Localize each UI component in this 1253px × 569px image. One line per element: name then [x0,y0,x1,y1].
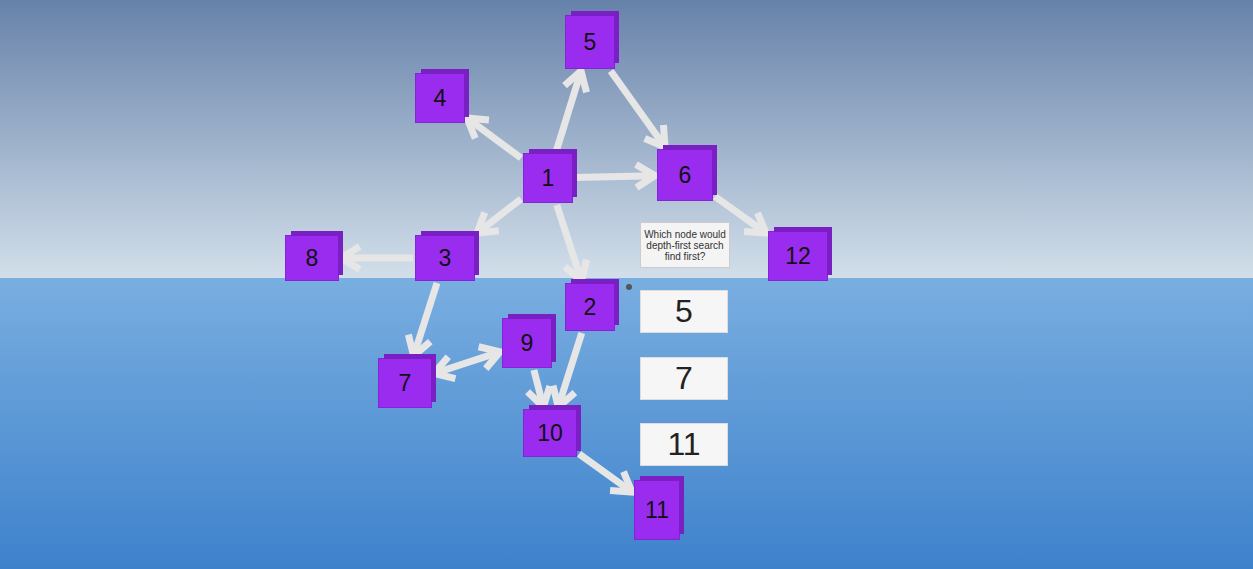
graph-node: 10 [524,410,576,456]
graph-node: 3 [416,236,474,280]
edge-line [575,176,655,178]
graph-edge [556,71,586,151]
node-label: 5 [584,29,597,56]
graph-node: 12 [769,232,827,280]
node-label: 2 [584,294,597,321]
node-label: 8 [306,245,319,272]
graph-node: 5 [566,16,614,68]
arrow-head [479,347,500,369]
arrow-head [636,165,655,188]
arrow-head [434,357,455,379]
graph-node: 11 [635,481,679,539]
node-label: 10 [537,420,563,447]
graph-edge [434,347,500,379]
graph-edge [611,71,665,147]
arrow-head [528,386,550,407]
answer-button: 5 [640,290,728,333]
arrow-head [744,213,766,233]
graph-node: 8 [286,236,338,280]
node-label: 1 [542,165,555,192]
graph-node: 1 [524,154,572,202]
arrow-head [408,335,430,356]
node-label: 12 [785,243,811,270]
node-label: 9 [521,330,534,357]
arrow-head [467,118,489,138]
arrow-head [341,247,360,270]
sky [0,0,1253,278]
graph-edge [408,283,437,356]
graph-edge [553,333,582,407]
answer-button: 11 [640,423,728,466]
edge-line [579,454,632,492]
node-label: 5 [675,293,693,330]
graph-edge [341,247,413,270]
graph-node: 2 [566,284,614,330]
edge-line [341,255,413,262]
gaze-pointer [626,284,632,290]
edge-line [611,71,665,147]
arrow-head [565,260,587,281]
arrow-head [477,213,499,234]
graph-node: 7 [379,359,431,407]
node-label: 4 [434,85,447,112]
node-label: 11 [645,497,669,524]
graph-edge [528,370,550,407]
graph-node: 9 [503,319,551,367]
arrow-head [610,472,632,492]
edge-line [467,118,521,158]
question-panel: Which node would depth-first search find… [640,222,730,268]
graph-edge [557,205,587,281]
graph-edge [467,118,521,158]
graph-node: 6 [658,150,712,200]
edge-line [477,199,521,233]
graph-edge [477,199,521,233]
node-label: 3 [439,245,452,272]
answer-button: 7 [640,357,728,400]
node-label: 7 [675,360,693,397]
arrow-head [553,386,575,407]
arrow-head [565,71,587,92]
question-text: Which node would depth-first search find… [644,229,726,262]
sea [0,278,1253,569]
graph-edge [579,454,632,492]
node-label: 11 [667,426,700,463]
graph-node: 4 [416,74,464,122]
node-label: 7 [399,370,412,397]
graph-edge [575,165,655,188]
node-label: 6 [679,162,692,189]
arrow-head [645,125,665,147]
